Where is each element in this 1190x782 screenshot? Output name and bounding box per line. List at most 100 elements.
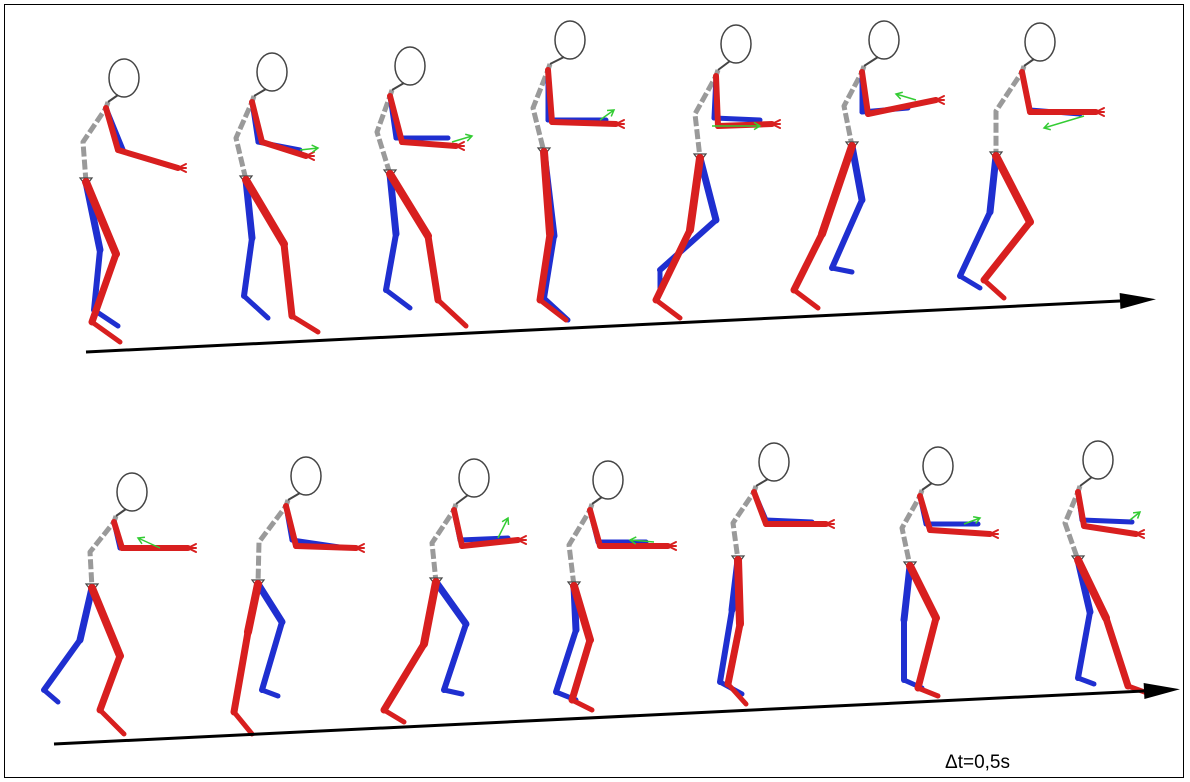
force-arrow (1129, 511, 1141, 521)
torso (374, 89, 395, 175)
head (1024, 22, 1056, 62)
head (1082, 440, 1114, 480)
neck (921, 482, 933, 491)
neck (1023, 58, 1035, 67)
force-arrow (895, 93, 917, 101)
neck (115, 508, 127, 517)
left-thigh (686, 154, 704, 234)
force-arrow-head (1132, 511, 1142, 519)
right-foot (829, 265, 855, 275)
force-arrow (963, 517, 981, 525)
hand-finger (825, 523, 835, 529)
right-shin (541, 233, 557, 301)
torso (233, 95, 257, 181)
stick-figure (380, 458, 527, 725)
torso (255, 499, 291, 585)
neck (549, 56, 565, 65)
left-shin (380, 640, 428, 714)
right-forearm (1079, 517, 1135, 525)
force-arrow-head (136, 536, 146, 545)
right-foot (1075, 675, 1097, 687)
stick-figure (790, 20, 945, 311)
right-shin (829, 197, 865, 271)
left-forearm (927, 527, 993, 537)
force-arrow (1043, 115, 1085, 129)
force-arrow (451, 135, 473, 143)
right-shin (553, 627, 579, 695)
left-upper-arm (713, 73, 721, 129)
right-shin (717, 607, 735, 685)
left-upper-arm (249, 99, 265, 145)
force-arrow-head (753, 121, 762, 131)
force-arrow (629, 539, 655, 543)
left-shin (96, 652, 124, 714)
right-shin (383, 231, 399, 293)
torso (730, 485, 759, 561)
left-upper-arm (917, 493, 933, 533)
left-thigh (992, 152, 1034, 226)
left-thigh (88, 584, 124, 660)
left-thigh (420, 578, 440, 648)
right-foot (957, 273, 983, 291)
stick-figure (41, 472, 197, 737)
force-arrow (137, 537, 161, 549)
left-foot (89, 319, 123, 345)
left-shin (280, 240, 296, 320)
hand-finger (187, 547, 197, 553)
left-thigh (82, 178, 120, 258)
left-thigh (244, 580, 262, 636)
left-upper-arm (751, 489, 769, 527)
right-thigh (848, 142, 866, 204)
hand-finger (935, 99, 945, 105)
left-shin (1102, 614, 1132, 690)
stick-figure (899, 446, 999, 699)
force-arrow-head (465, 133, 474, 142)
hand-finger (455, 145, 465, 151)
head (108, 58, 140, 98)
left-shin (568, 636, 594, 704)
right-thigh (432, 578, 470, 628)
left-foot (791, 287, 821, 311)
force-arrow-head (628, 536, 637, 545)
left-foot (381, 707, 407, 725)
left-shin (914, 614, 940, 692)
left-shin (724, 620, 744, 688)
stick-figure (652, 24, 781, 321)
right-shin (241, 235, 255, 299)
left-foot (915, 685, 941, 699)
head (922, 446, 954, 486)
stick-figure (1062, 440, 1153, 697)
neck (755, 478, 769, 487)
hand-finger (615, 123, 625, 129)
left-upper-arm (1019, 69, 1033, 115)
left-forearm (399, 139, 459, 149)
left-foot (289, 313, 321, 335)
right-shin (441, 621, 469, 693)
right-foot (383, 287, 413, 311)
left-thigh (906, 562, 940, 622)
right-shin (657, 217, 719, 273)
torso (899, 489, 925, 567)
head (458, 458, 490, 498)
hand-finger (1135, 533, 1145, 539)
left-upper-arm (387, 93, 405, 145)
time-axis (53, 688, 1165, 746)
left-upper-arm (545, 67, 555, 125)
hand-finger (517, 539, 527, 545)
head (720, 24, 752, 64)
left-forearm (549, 119, 619, 127)
torso (530, 63, 553, 153)
left-thigh (570, 582, 594, 644)
head (554, 20, 586, 60)
right-shin (41, 637, 83, 693)
right-foot (441, 687, 465, 697)
neck (107, 94, 119, 103)
right-thigh (254, 580, 286, 626)
torso (692, 69, 721, 159)
figure-frame (4, 4, 1184, 778)
time-axis-arrowhead (1143, 682, 1180, 699)
head (290, 456, 322, 496)
stick-figure (553, 460, 677, 713)
torso (566, 503, 595, 587)
force-arrow-head (501, 516, 510, 526)
